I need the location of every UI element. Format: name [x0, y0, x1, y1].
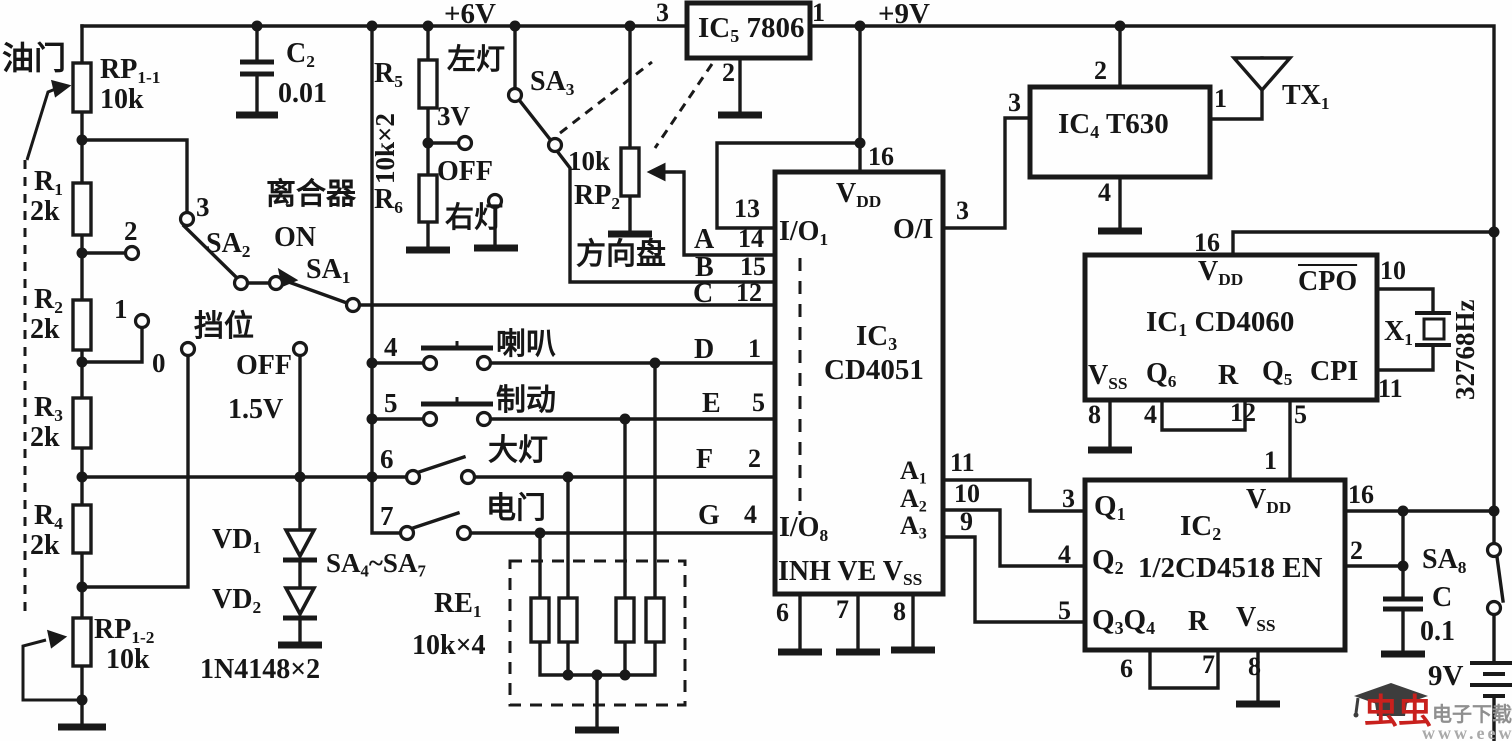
resistor-re1-b — [557, 596, 579, 644]
diodes — [282, 528, 318, 618]
resistor-rp2 — [619, 146, 641, 198]
diode-vd1 — [282, 528, 318, 560]
resistor-re1-c — [614, 596, 636, 644]
resistor-r5 — [417, 58, 439, 110]
antenna-tx1-icon — [1230, 56, 1294, 93]
graduation-cap-icon — [1353, 683, 1428, 718]
junction-dots — [76, 20, 1500, 706]
ground-symbols — [58, 111, 1425, 734]
resistor-rp1-1 — [71, 61, 93, 114]
resistor-re1-d — [644, 596, 666, 644]
diode-vd2 — [282, 586, 318, 618]
ic-boxes — [684, 0, 1380, 653]
crystal-x1 — [1422, 317, 1446, 341]
ic5-box — [684, 0, 813, 61]
resistor-rp1-2 — [71, 616, 93, 668]
resistor-r6 — [417, 173, 439, 224]
ic1-box — [1082, 252, 1380, 403]
resistor-r3 — [71, 396, 93, 450]
resistor-re1-a — [529, 596, 551, 644]
ic4-box — [1027, 84, 1213, 180]
switch-contacts — [123, 86, 1503, 617]
wires — [80, 24, 1505, 741]
resistor-r2 — [71, 298, 93, 352]
re1-module-outline — [508, 559, 687, 707]
battery-9v — [1470, 661, 1512, 698]
resistors — [71, 58, 666, 668]
resistor-r4 — [71, 503, 93, 555]
plates-and-grounds — [58, 59, 1512, 734]
ic3-box — [772, 169, 946, 597]
ic2-box — [1082, 477, 1348, 653]
dashed-links — [23, 60, 802, 707]
resistor-r1 — [71, 181, 93, 237]
